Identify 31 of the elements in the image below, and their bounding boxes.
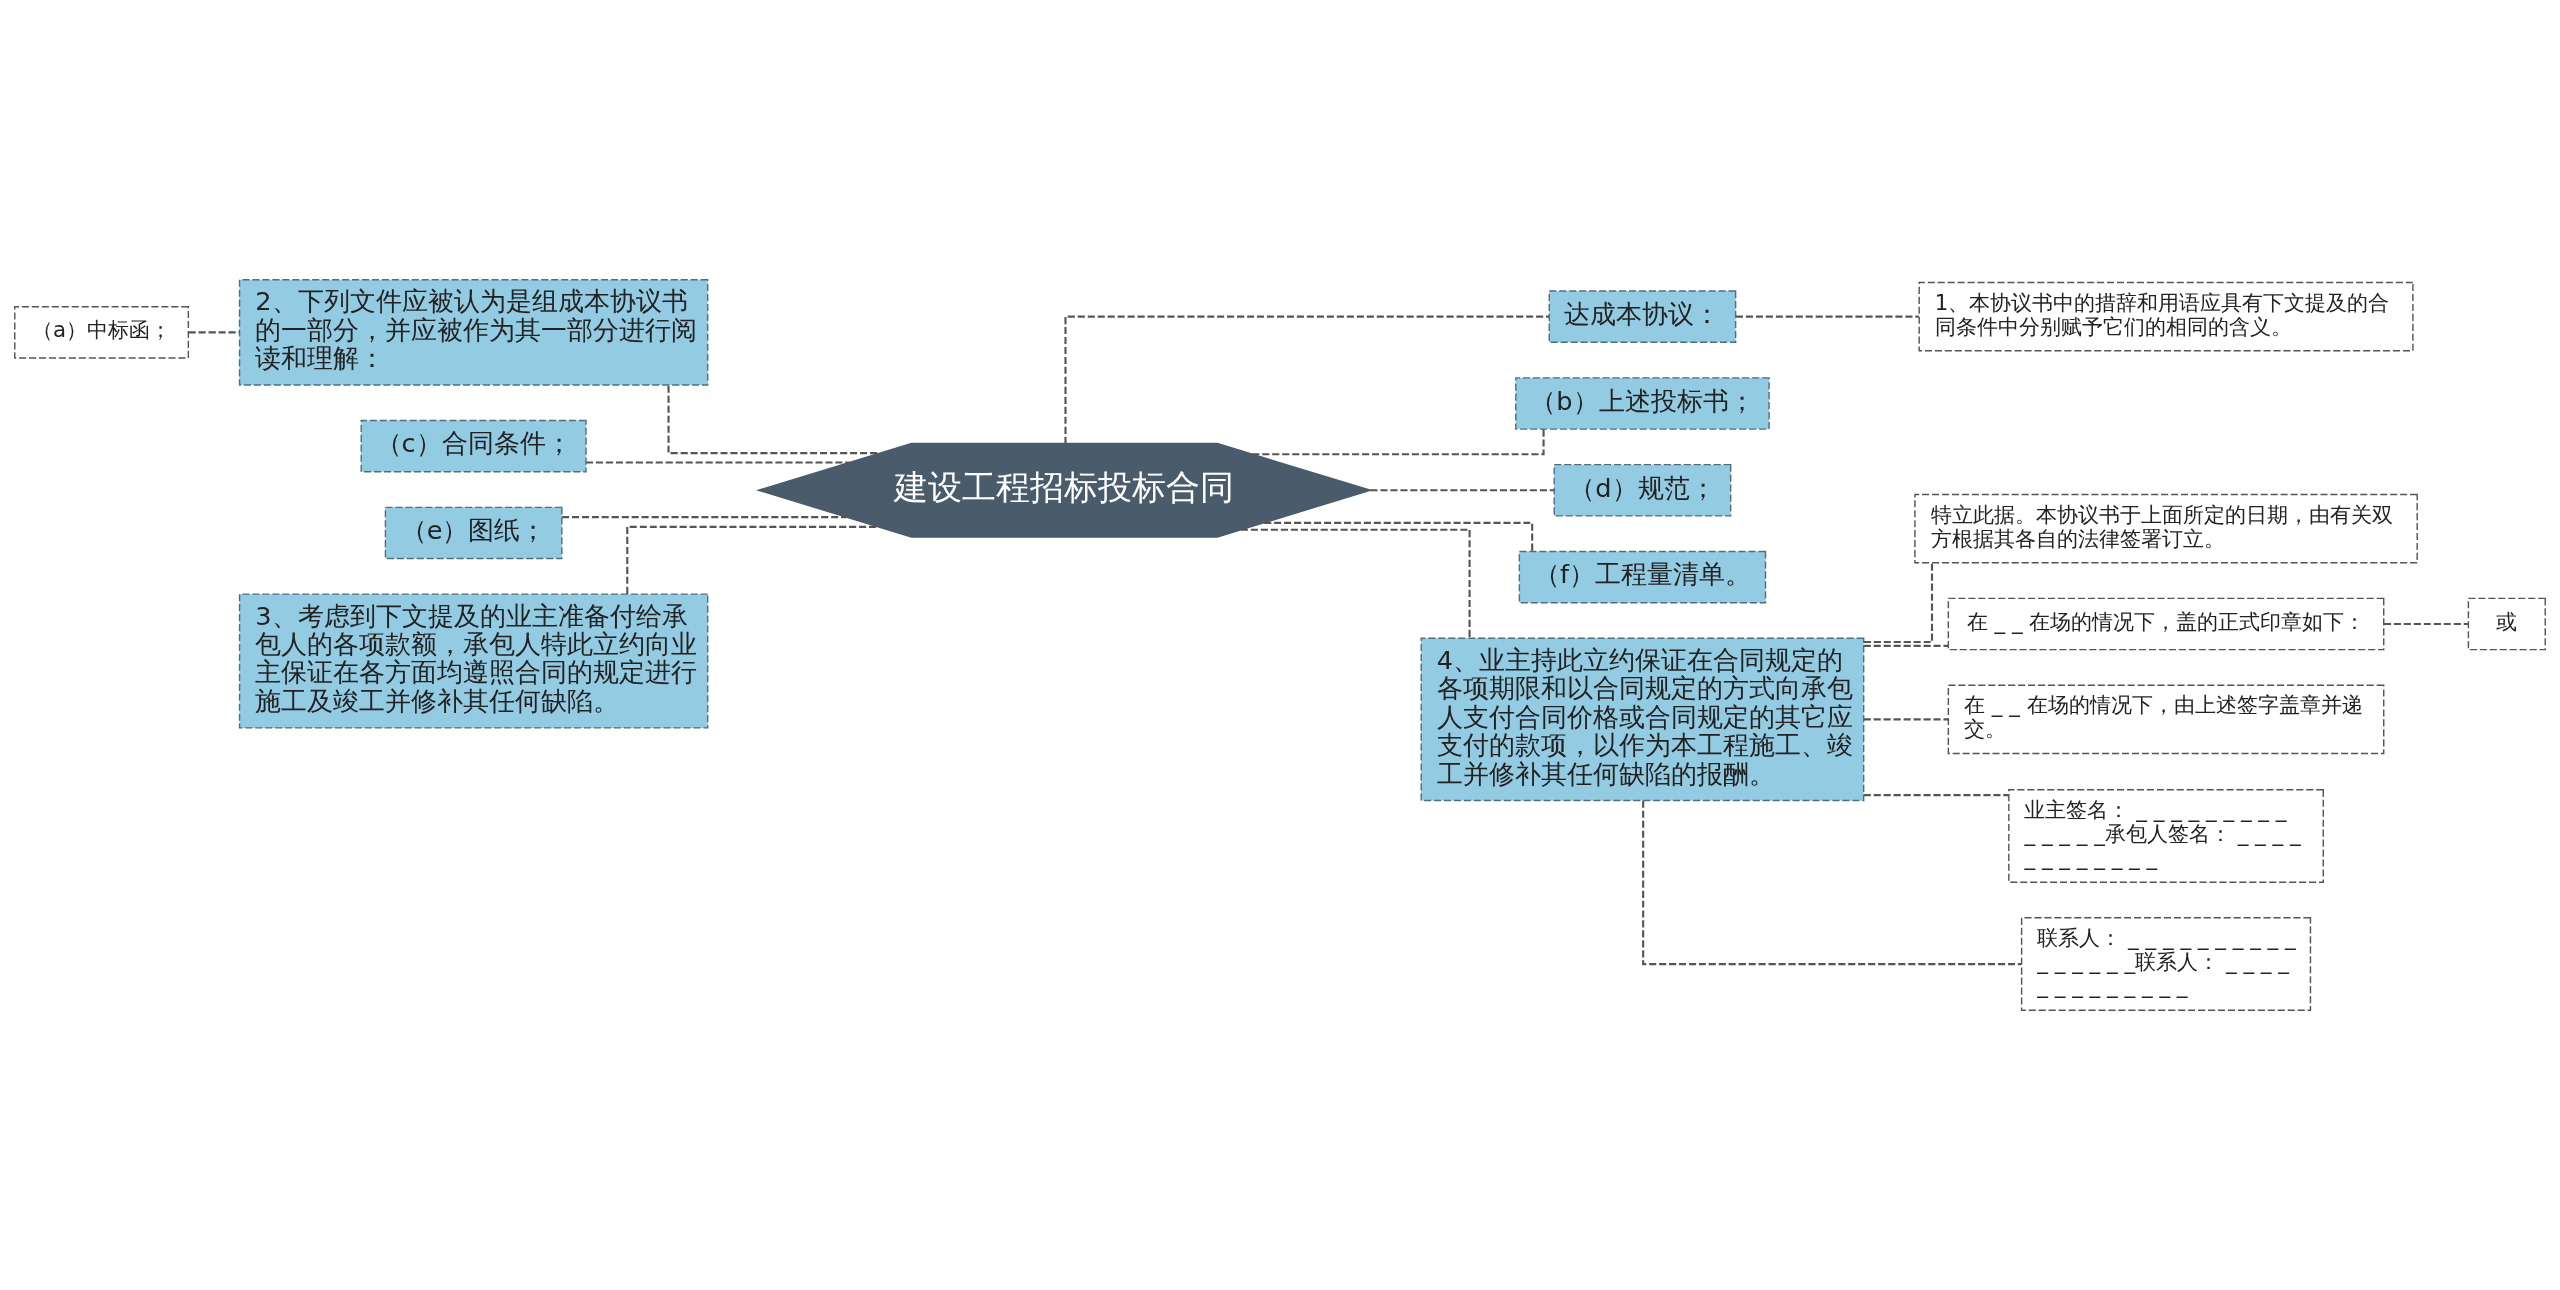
connector [1863, 563, 1934, 644]
node-box: 3、考虑到下文提及的业主准备付给承包人的各项款额，承包人特此立约向业主保证在各方面均遵照合同的规定进行施工及竣工并修补其任何缺陷。 [238, 593, 709, 729]
node-box: 2、下列文件应被认为是组成本协议书的一部分，并应被作为其一部分进行阅读和理解： [238, 279, 709, 386]
connector [1064, 315, 1550, 444]
connector [667, 385, 880, 455]
connector [586, 461, 850, 464]
connector [1736, 315, 1919, 318]
node-box: 联系人： _ _ _ _ _ _ _ _ _ _ _ _ _ _ _ _联系人： _ _ _ _ _ _ _ _ _ _ _ _ _ [2020, 917, 2312, 1011]
connector [626, 525, 879, 594]
connector [1863, 794, 2009, 797]
connector [2383, 622, 2469, 626]
connector [1863, 644, 1949, 647]
node-box: 在 _ _ 在场的情况下，由上述签字盖章并递交。 [1947, 684, 2385, 755]
connector [1863, 718, 1949, 721]
node-box: （f）工程量清单。 [1518, 550, 1767, 604]
node-box: 特立此据。本协议书于上面所定的日期，由有关双方根据其各自的法律签署订立。 [1914, 493, 2418, 564]
connector [562, 516, 847, 519]
node-box: （e）图纸； [384, 506, 563, 560]
node-box: （d）规范； [1553, 463, 1732, 517]
node-box: 4、业主持此立约保证在合同规定的各项期限和以合同规定的方式向承包人支付合同价格或合同规定的其它应支付的款项，以作为本工程施工、竣工并修补其任何缺陷的报酬。 [1420, 637, 1865, 802]
connector [1370, 489, 1555, 492]
node-box: 业主签名： _ _ _ _ _ _ _ _ _ _ _ _ _ _承包人签名： _ _ _ _ _ _ _ _ _ _ _ _ [2008, 789, 2324, 883]
node-box: 在 _ _ 在场的情况下，盖的正式印章如下： [1947, 597, 2385, 651]
connector [1240, 528, 1471, 638]
node-box: 达成本协议： [1548, 290, 1737, 343]
node-box: （b）上述投标书； [1515, 377, 1770, 430]
node-box: 1、本协议书中的措辞和用语应具有下文提及的合同条件中分别赋予它们的相同的含义。 [1918, 281, 2414, 352]
node-box: （c）合同条件； [360, 419, 587, 473]
node-box: （a）中标函； [14, 306, 190, 359]
connector [1642, 800, 2022, 966]
node-box: 或 [2467, 597, 2546, 651]
